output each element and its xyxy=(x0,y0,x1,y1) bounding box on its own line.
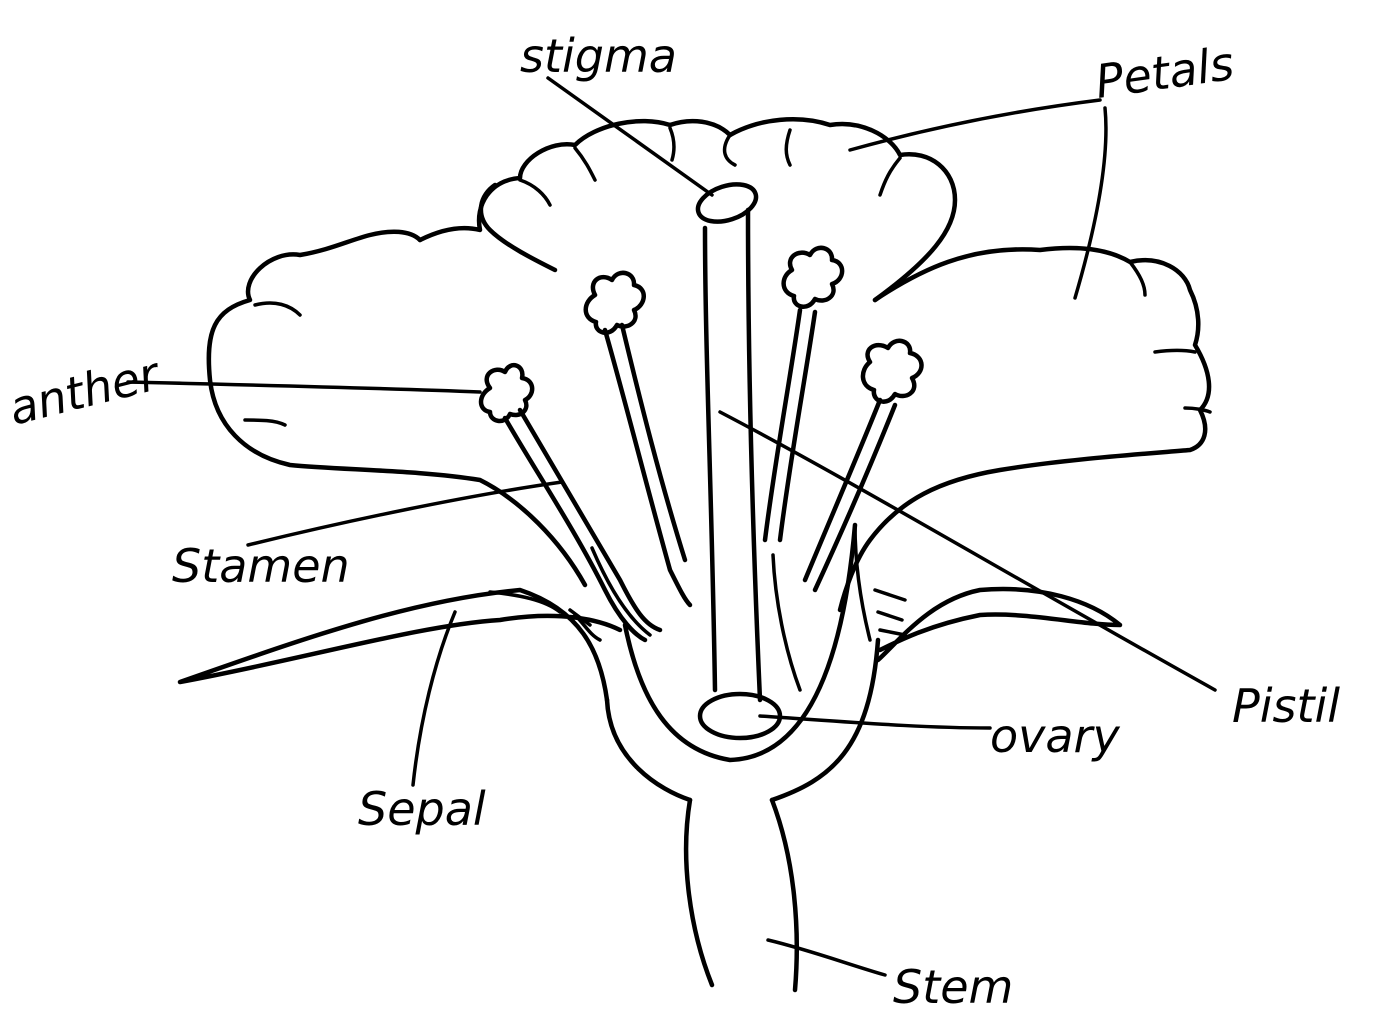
anther-leader xyxy=(128,382,480,392)
anther-shape-2 xyxy=(586,273,644,333)
label-stamen: Stamen xyxy=(172,539,350,593)
stamens-drawing xyxy=(481,248,922,690)
anther-shape-3 xyxy=(784,248,843,307)
petals-leader-lower xyxy=(1075,108,1106,298)
label-stem: Stem xyxy=(893,960,1013,1014)
stigma-shape xyxy=(693,178,761,229)
stem-drawing xyxy=(686,800,797,990)
label-ovary: ovary xyxy=(990,709,1120,763)
sepal-right-drawing xyxy=(875,589,1120,660)
sepal-left-drawing xyxy=(180,590,620,700)
label-sepal: Sepal xyxy=(358,782,486,836)
anther-shape-4 xyxy=(863,341,922,402)
leader-lines xyxy=(128,78,1215,975)
label-anther: anther xyxy=(4,346,167,436)
pistil-drawing xyxy=(693,178,780,738)
stem-leader xyxy=(768,940,885,975)
label-petals: Petals xyxy=(1092,36,1237,109)
label-stigma: stigma xyxy=(520,29,677,83)
receptacle-drawing xyxy=(607,525,878,800)
stamen-leader xyxy=(248,482,562,545)
anther-shape-1 xyxy=(481,365,532,421)
sepal-leader xyxy=(413,612,455,785)
label-pistil: Pistil xyxy=(1232,679,1340,733)
stigma-leader xyxy=(548,78,712,195)
